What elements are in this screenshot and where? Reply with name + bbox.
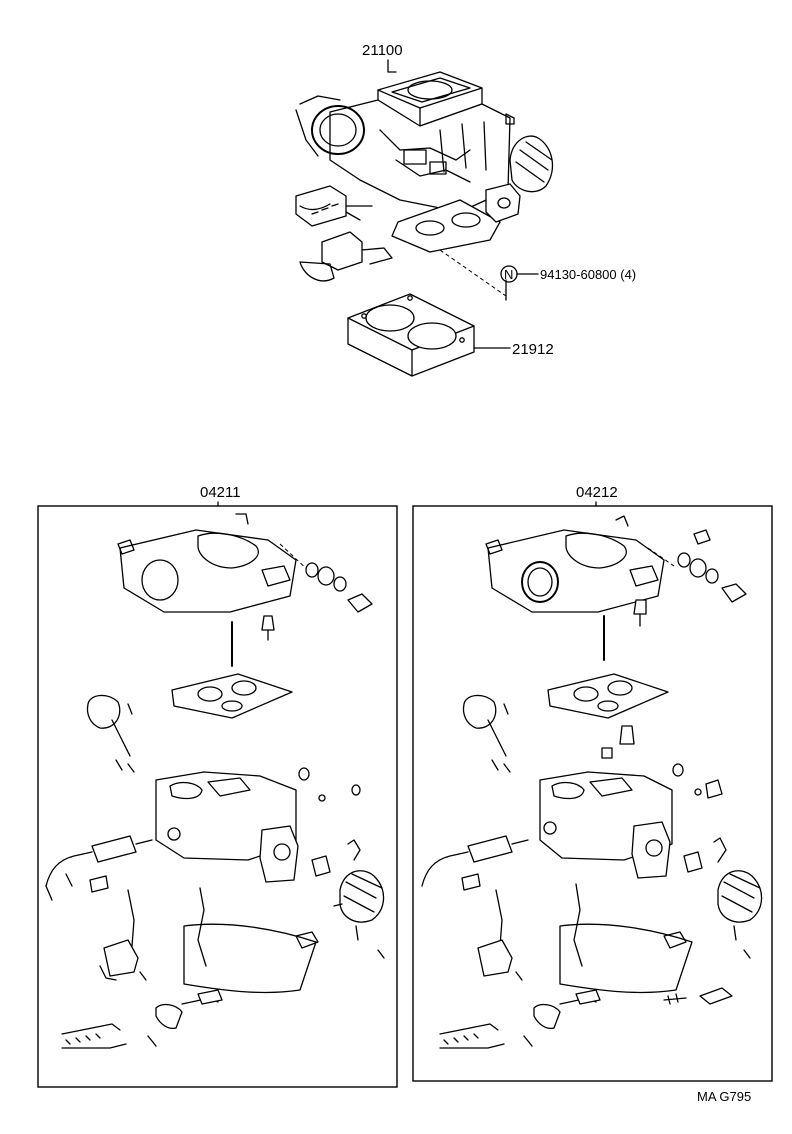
label-21912: 21912	[473, 341, 554, 358]
nut-leader-dashed	[439, 249, 507, 297]
label-nut: N 94130-60800 (4)	[500, 265, 636, 283]
part-number-21100: 21100	[362, 42, 403, 59]
kit-04211-frame	[37, 505, 398, 1088]
kit-label-04211: 04211	[200, 484, 241, 501]
drawing-code: MA G795	[697, 1089, 751, 1104]
label-21100: 21100	[362, 42, 403, 73]
kit-label-04212: 04212	[576, 484, 618, 501]
kit-04212-parts	[421, 515, 763, 1049]
nut-marker: N	[504, 267, 513, 282]
kit-04211-parts	[45, 513, 385, 1049]
part-number-21912: 21912	[512, 341, 554, 358]
part-number-nut: 94130-60800 (4)	[540, 267, 636, 282]
gasket-drawing	[347, 293, 475, 377]
kit-04212-frame	[412, 505, 773, 1082]
carburetor-assembly-drawing	[295, 71, 554, 282]
